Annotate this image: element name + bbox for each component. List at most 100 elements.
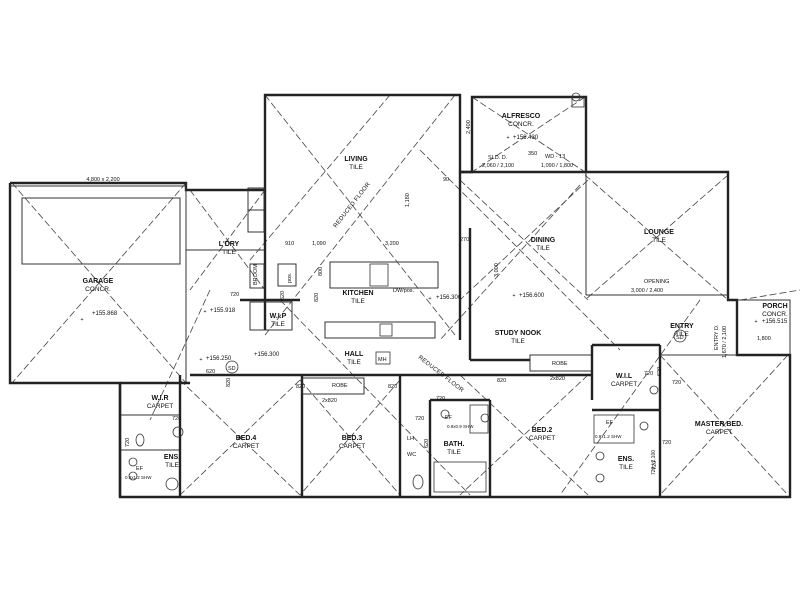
room-bath: BATH. TILE <box>444 441 465 456</box>
dimension: 2,400 <box>466 120 472 134</box>
room-name: GARAGE <box>83 278 114 285</box>
room-entry: ENTRY TILE <box>670 323 694 338</box>
room-name: W.I.P <box>270 313 287 320</box>
room-finish: TILE <box>652 237 666 244</box>
dimension: 820 <box>314 293 320 302</box>
level-value: +155.918 <box>210 308 236 314</box>
room-bed4: BED.4 CARPET <box>233 435 259 450</box>
level-cross: + <box>512 293 515 299</box>
dimension: 350 <box>528 151 537 157</box>
room-name: HALL <box>345 351 364 358</box>
level-cross: + <box>80 317 83 323</box>
dimension-labels: 4,800 x 2,200 910 1,090 3,200 1,180 800 … <box>86 120 770 475</box>
level-marker-garage: + +155.868 <box>80 311 117 323</box>
level-marker-dining: + +156.600 <box>512 293 544 299</box>
room-name: LOUNGE <box>644 229 674 236</box>
shower-label: 0.9x0.9 SHW <box>447 424 474 429</box>
level-cross: + <box>428 296 431 302</box>
dimension: 90 <box>443 177 449 183</box>
window-tag: WD - 13 <box>545 154 565 160</box>
dimension: 2,060 / 2,100 <box>482 163 514 169</box>
dimension: 620 <box>657 367 663 376</box>
dimension: 800 <box>318 267 324 276</box>
room-finish: CARPET <box>529 435 555 442</box>
room-study: STUDY NOOK TILE <box>495 330 542 345</box>
dimension: 270 <box>460 237 469 243</box>
room-ens-1: ENS. TILE <box>164 454 180 469</box>
internal-walls <box>21 96 791 497</box>
dimension: 820 <box>226 378 232 387</box>
room-finish: TILE <box>536 245 550 252</box>
dimension: 4,800 x 2,200 <box>86 177 119 183</box>
room-finish: TILE <box>349 164 363 171</box>
lh-label: LH <box>407 436 414 442</box>
room-finish: TILE <box>222 249 236 256</box>
exhaust-fan-label: EF <box>606 420 614 426</box>
dimension: 2x820 <box>550 376 565 382</box>
sliding-door-tag: SLD. D. <box>488 155 508 161</box>
level-value: +156.600 <box>519 293 545 299</box>
broom-label: BROOM <box>253 264 259 285</box>
room-name: PORCH <box>762 303 787 310</box>
room-finish: TILE <box>619 464 633 471</box>
fixture-labels: ROBE ROBE BROOM pos. WC LH MH SD SD EF E… <box>125 264 684 480</box>
room-finish: CARPET <box>706 429 732 436</box>
room-labels: GARAGE CONCR. LIVING TILE ALFRESCO CONCR… <box>83 113 788 471</box>
level-cross: + <box>506 135 509 141</box>
room-finish: CARPET <box>611 381 637 388</box>
dimension: 1,800 <box>757 336 771 342</box>
room-finish: TILE <box>271 321 285 328</box>
dimension: 820 <box>388 384 397 390</box>
level-marker-alfresco: + +156.430 <box>506 135 538 141</box>
level-cross: + <box>199 357 202 363</box>
room-name: KITCHEN <box>342 290 373 297</box>
room-name: ENS. <box>164 454 180 461</box>
level-value: +156.300 <box>436 295 462 301</box>
dimension: 3,000 / 2,400 <box>631 288 663 294</box>
dimension: 1,670 / 2,100 <box>722 326 728 358</box>
room-garage: GARAGE CONCR. <box>83 278 114 293</box>
room-name: BED.4 <box>236 435 257 442</box>
smoke-detector-label: SD <box>676 335 684 341</box>
room-name: DINING <box>531 237 556 244</box>
dimension: 720 <box>172 416 181 422</box>
dimension: 620 <box>280 291 286 300</box>
level-markers: + +155.868 + +156.430 + +155.918 + +156.… <box>80 135 787 363</box>
dimension: 720 <box>644 371 653 377</box>
level-value: +156.430 <box>513 135 539 141</box>
dimension: 1,180 <box>405 193 411 207</box>
room-living: LIVING TILE <box>344 156 368 171</box>
room-kitchen: KITCHEN TILE <box>342 290 373 305</box>
room-wil: W.I.L CARPET <box>611 373 637 388</box>
room-dining: DINING TILE <box>531 237 556 252</box>
dimension: 620 <box>424 439 430 448</box>
room-name: BED.3 <box>342 435 363 442</box>
dimension: 720 <box>662 440 671 446</box>
room-finish: TILE <box>351 298 365 305</box>
room-alfresco: ALFRESCO CONCR. <box>502 113 541 128</box>
room-finish: CONCR. <box>762 311 788 318</box>
level-marker-hall-a: + +156.250 <box>199 356 231 363</box>
shower-label: 0.9x1.2 SHW <box>595 434 622 439</box>
room-porch: PORCH CONCR. <box>762 303 788 318</box>
level-value: +156.300 <box>254 352 280 358</box>
room-finish: CARPET <box>233 443 259 450</box>
room-finish: TILE <box>347 359 361 366</box>
level-marker-hall-b: +156.300 <box>254 352 280 358</box>
room-name: STUDY NOOK <box>495 330 542 337</box>
dimension: 720 <box>415 416 424 422</box>
level-marker-porch: + +156.515 <box>754 319 787 325</box>
robe-label: ROBE <box>332 383 348 389</box>
dimension: 2x820 <box>322 398 337 404</box>
dw-pos-label: DW/pos. <box>393 288 415 294</box>
room-name: ENTRY <box>670 323 694 330</box>
room-name: ALFRESCO <box>502 113 541 120</box>
room-name: W.I.R <box>151 395 168 402</box>
exhaust-fan-label: EF <box>136 466 144 472</box>
dimension: 820 <box>296 384 305 390</box>
level-value: +155.868 <box>92 311 118 317</box>
room-hall: HALL TILE <box>345 351 364 366</box>
level-value: +156.515 <box>762 319 788 325</box>
dimension: 620 <box>206 369 215 375</box>
room-lounge: LOUNGE TILE <box>644 229 674 244</box>
